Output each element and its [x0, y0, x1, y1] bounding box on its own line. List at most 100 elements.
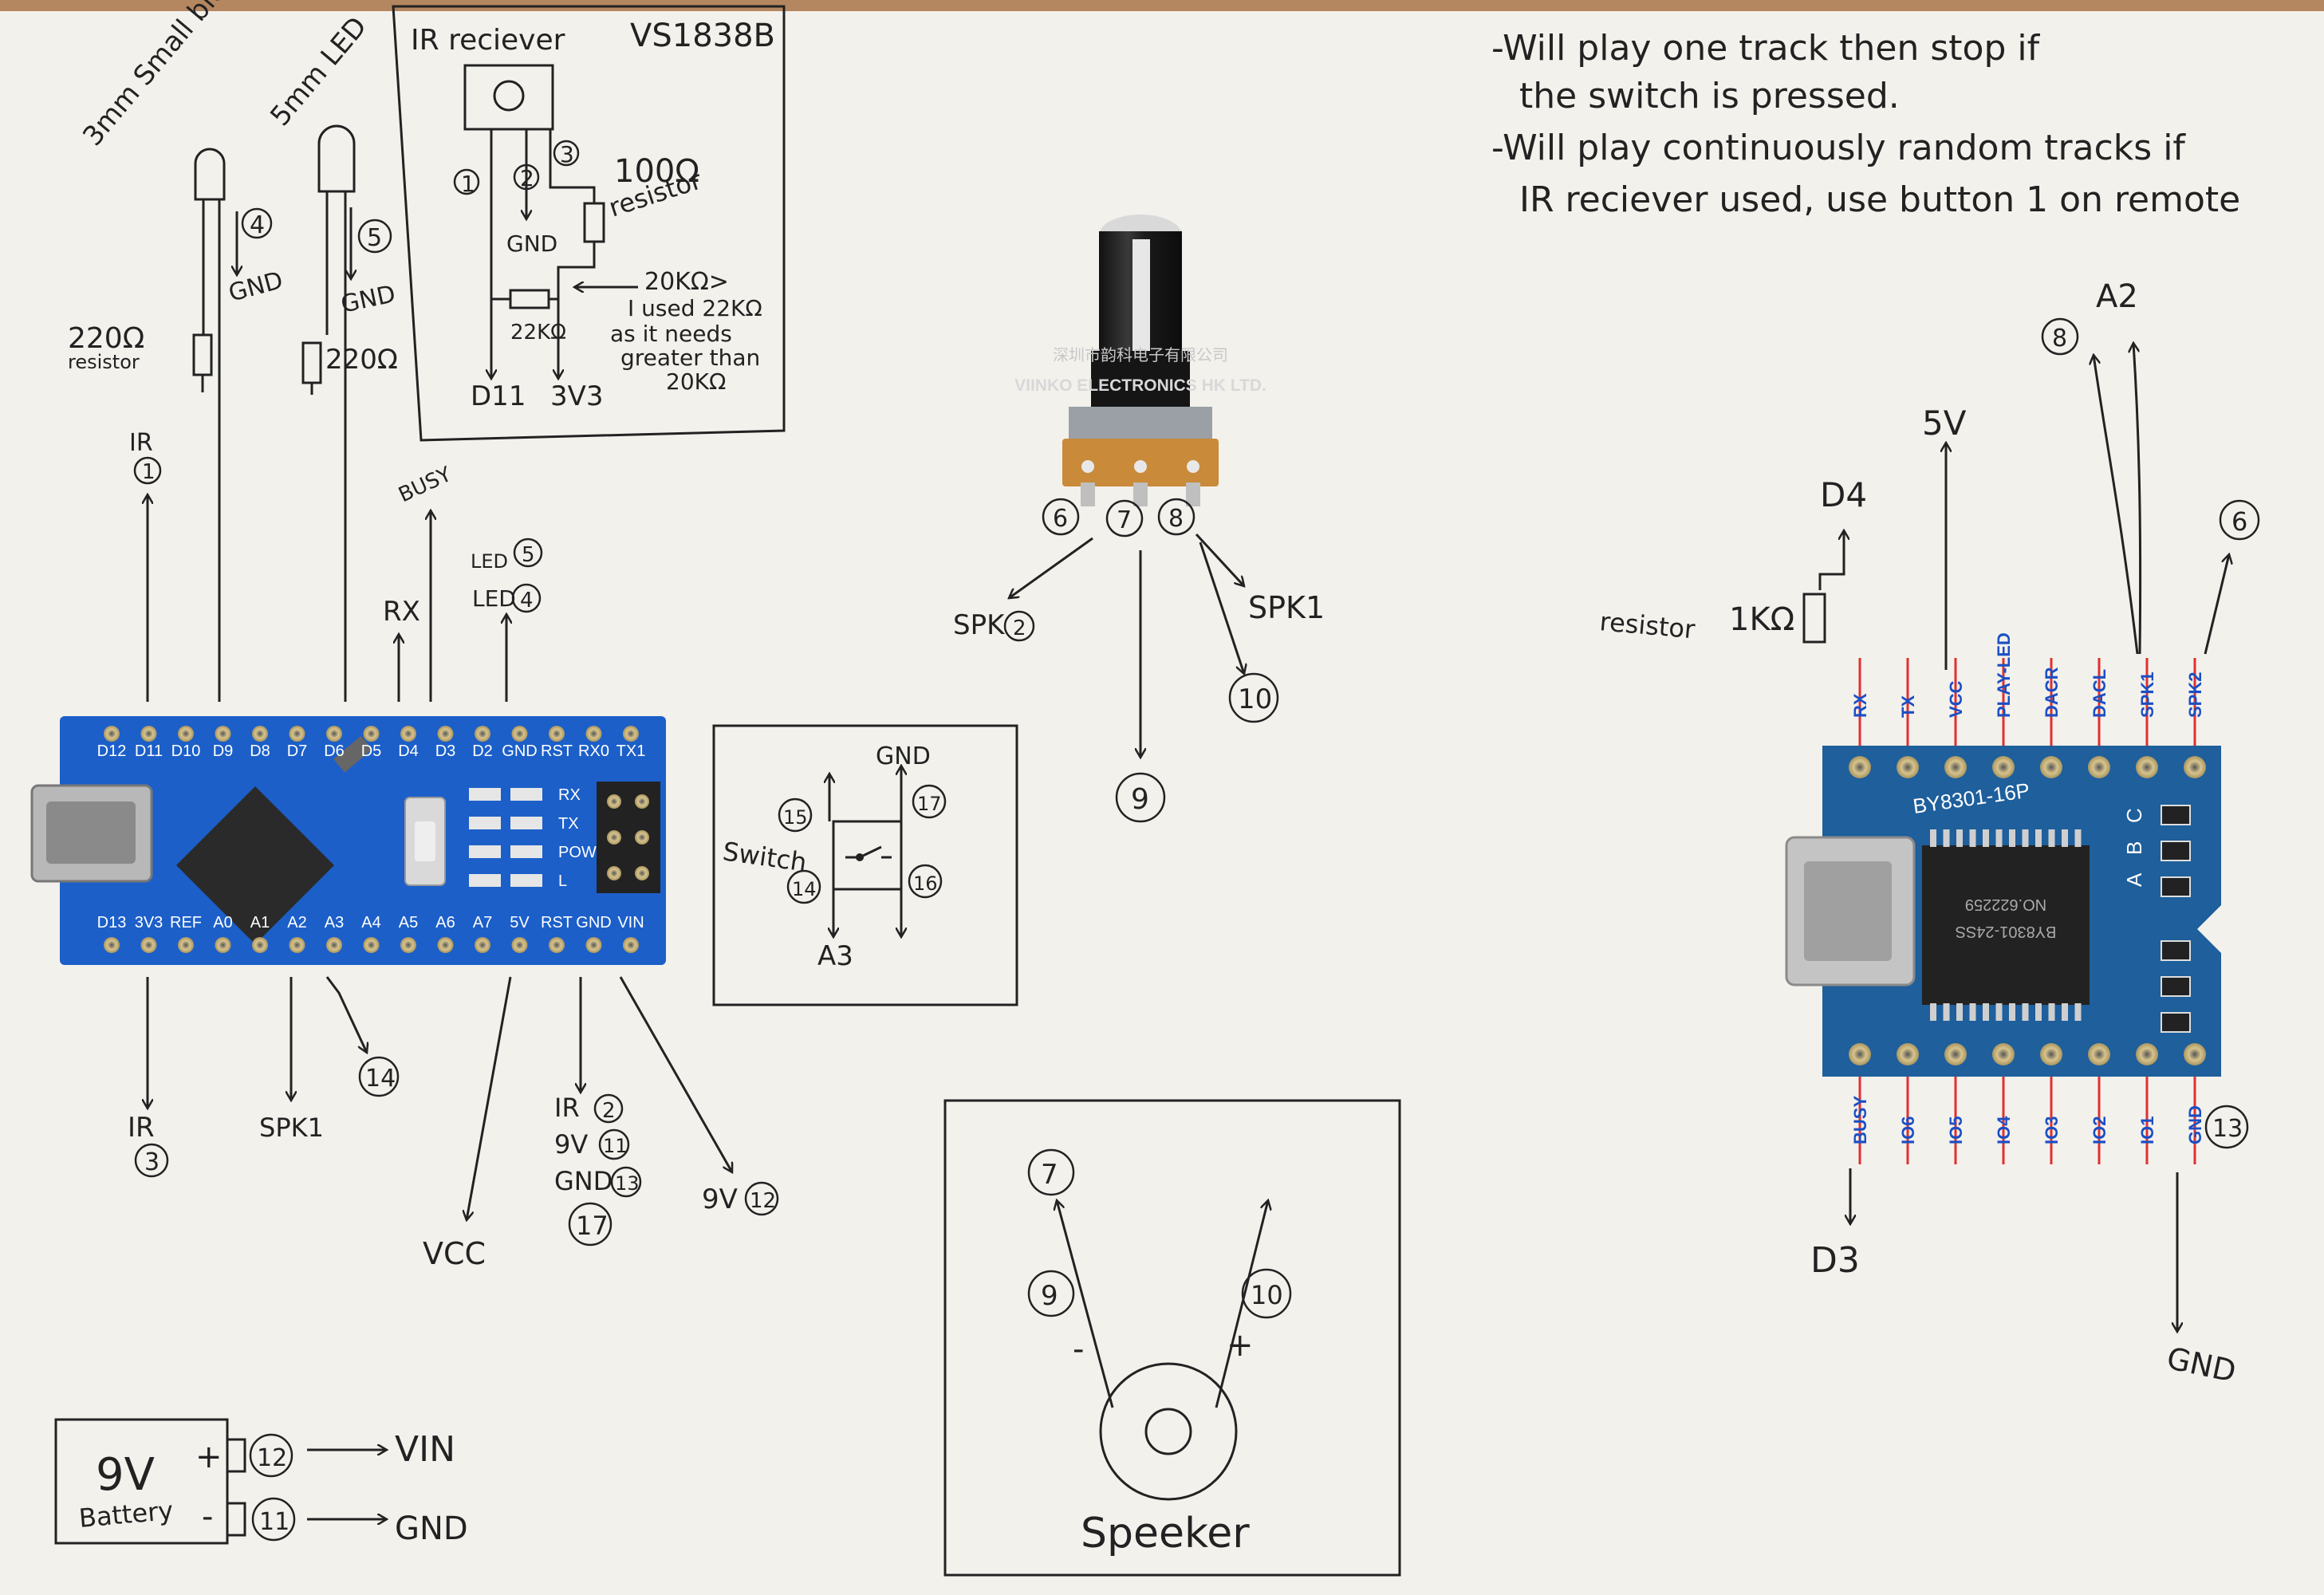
battery-plus: + — [195, 1439, 223, 1475]
mp3-chip-leg — [2062, 1003, 2068, 1021]
ir-pin2-circle — [513, 163, 540, 191]
speaker-n9-circle — [1027, 1270, 1075, 1317]
nano-icsp-header — [597, 782, 660, 893]
ir-receiver-box: IR reciever VS1838B 1 2 3 GND 100Ω resis… — [392, 5, 786, 442]
pot-knob-base — [1091, 351, 1190, 407]
nano-top-pin-hole — [363, 726, 380, 742]
pot-n6-circle — [1042, 498, 1080, 536]
speaker-box-border — [943, 1099, 1401, 1577]
speaker-n9: 9 — [1041, 1280, 1058, 1312]
switch-n15-circle — [778, 798, 813, 833]
mp3-chip-leg — [1956, 1003, 1963, 1021]
pot-wire-8b — [1199, 542, 1244, 674]
note-line-2: the switch is pressed. — [1519, 76, 1900, 116]
nano-top-pin-hole — [289, 726, 305, 742]
mp3-chip-text-2: BY8301-24SS — [1956, 923, 2057, 940]
pot-n8: 8 — [1168, 505, 1184, 533]
nano-dn-a3-num: 14 — [365, 1065, 396, 1093]
mp3-top-pin-label: VCC — [1946, 680, 1966, 718]
nano-top-pin-hole — [549, 726, 565, 742]
nano-top-pin-label: D7 — [287, 742, 308, 760]
nano-status-led-label: L — [558, 872, 567, 890]
speaker-n7-circle — [1027, 1148, 1075, 1196]
nano-bottom-pin-label: D13 — [97, 914, 127, 931]
mp3-abc-a: A — [2122, 872, 2146, 887]
mp3-chip-leg — [2035, 1003, 2042, 1021]
pot-spk2-num: 2 — [1013, 616, 1026, 640]
nano-top-pin-hole — [585, 726, 602, 742]
mp3-bottom-pin-label: IO6 — [1898, 1116, 1918, 1144]
mp3-bottom-pin-hole — [2088, 1043, 2110, 1065]
nano-top-pin-hole — [326, 726, 342, 742]
switch-body[interactable] — [832, 820, 903, 891]
mp3-chip-leg — [1995, 1003, 2003, 1021]
battery-n12-circle — [249, 1433, 293, 1478]
mp3-chip-leg — [2074, 829, 2082, 847]
pot-spk1: SPK1 — [1248, 590, 1325, 625]
speaker-cone — [1099, 1362, 1238, 1501]
mp3-n6-circle — [2219, 499, 2260, 541]
mp3-chip-leg — [2048, 829, 2055, 847]
mp3-chip-leg — [1943, 1003, 1950, 1021]
pot-terminals — [1081, 460, 1200, 506]
speaker-plus: + — [1227, 1327, 1254, 1364]
mp3-bottom-pin-label: IO2 — [2090, 1116, 2109, 1144]
nano-up-rx: RX — [383, 596, 420, 628]
led2-body — [317, 124, 356, 193]
nano-status-led-label: POW — [558, 844, 597, 861]
mp3-abc-c: C — [2122, 808, 2146, 823]
nano-top-pin-hole — [623, 726, 639, 742]
mp3-chip-leg — [1969, 1003, 1976, 1021]
mp3-bottom-pin-hole — [1897, 1043, 1919, 1065]
battery-body — [54, 1418, 229, 1545]
wire-vin — [619, 976, 732, 1172]
mp3-top-pin-hole — [2088, 756, 2110, 778]
potentiometer: 深圳市韵科电子有限公司 VIINKO ELECTRONICS HK LTD. 6… — [953, 215, 1325, 823]
nano-top-pin-hole — [104, 726, 120, 742]
nano-top-pin-label: D2 — [472, 742, 493, 760]
nano-bottom-pin-hole — [363, 937, 380, 953]
nano-top-pin-label: GND — [502, 742, 537, 760]
mp3-top-pin-hole — [1992, 756, 2015, 778]
nano-mcu-chip — [176, 786, 334, 944]
ir-gnd: GND — [506, 230, 557, 257]
mp3-chip-text-1: NO.622259 — [1965, 896, 2046, 913]
nano-status-led — [469, 874, 501, 887]
mp3-chip-leg — [2022, 1003, 2029, 1021]
nano-top-pin-hole — [178, 726, 194, 742]
mp3-top-pin-label: PLAY-LED — [1994, 632, 2014, 718]
nano-up-led4: LED — [472, 585, 516, 612]
nano-bottom-pin-label: 3V3 — [135, 914, 163, 931]
ir-sensor-lens — [493, 80, 525, 112]
nano-top-pin-hole — [400, 726, 416, 742]
mp3-chip-leg — [1969, 829, 1976, 847]
nano-dn-a3-circle — [358, 1056, 400, 1097]
mp3-bottom-pin-label: IO3 — [2042, 1116, 2062, 1144]
switch-lever — [859, 845, 882, 859]
mp3-bottom-pin-label: IO5 — [1946, 1116, 1966, 1144]
nano-bottom-pin-hole — [104, 937, 120, 953]
pot-spk2: SPK — [953, 609, 1006, 641]
nano-up-led5-num: 5 — [522, 543, 535, 567]
nano-dn-17: 17 — [576, 1211, 609, 1241]
mp3-top-pin-label: DACR — [2042, 667, 2062, 718]
led2-res-value: 220Ω — [325, 344, 398, 376]
battery-gnd: GND — [395, 1510, 468, 1547]
ir-part-number: VS1838B — [630, 18, 775, 54]
battery-n11-circle — [251, 1497, 296, 1542]
mp3-res-value: 1KΩ — [1729, 601, 1794, 638]
note-line-3: -Will play continuously random tracks if — [1491, 128, 2186, 168]
switch-n16: 16 — [913, 872, 938, 895]
mp3-top-pin-label: TX — [1898, 695, 1918, 718]
pot-knob-indicator — [1132, 239, 1150, 351]
nano-dn-ir2-circle — [593, 1093, 624, 1124]
nano-bottom-pin-label: REF — [170, 914, 202, 931]
nano-bottom-pin-label: GND — [576, 914, 611, 931]
nano-bottom-pin-hole — [437, 937, 454, 953]
led2-num-circle — [357, 219, 392, 254]
nano-up-led4-num: 4 — [520, 589, 534, 612]
mp3-spk1-wire-a — [2094, 355, 2139, 655]
ir-res22-value: 22KΩ — [510, 321, 566, 345]
ir-note-5: 20KΩ — [666, 368, 726, 395]
